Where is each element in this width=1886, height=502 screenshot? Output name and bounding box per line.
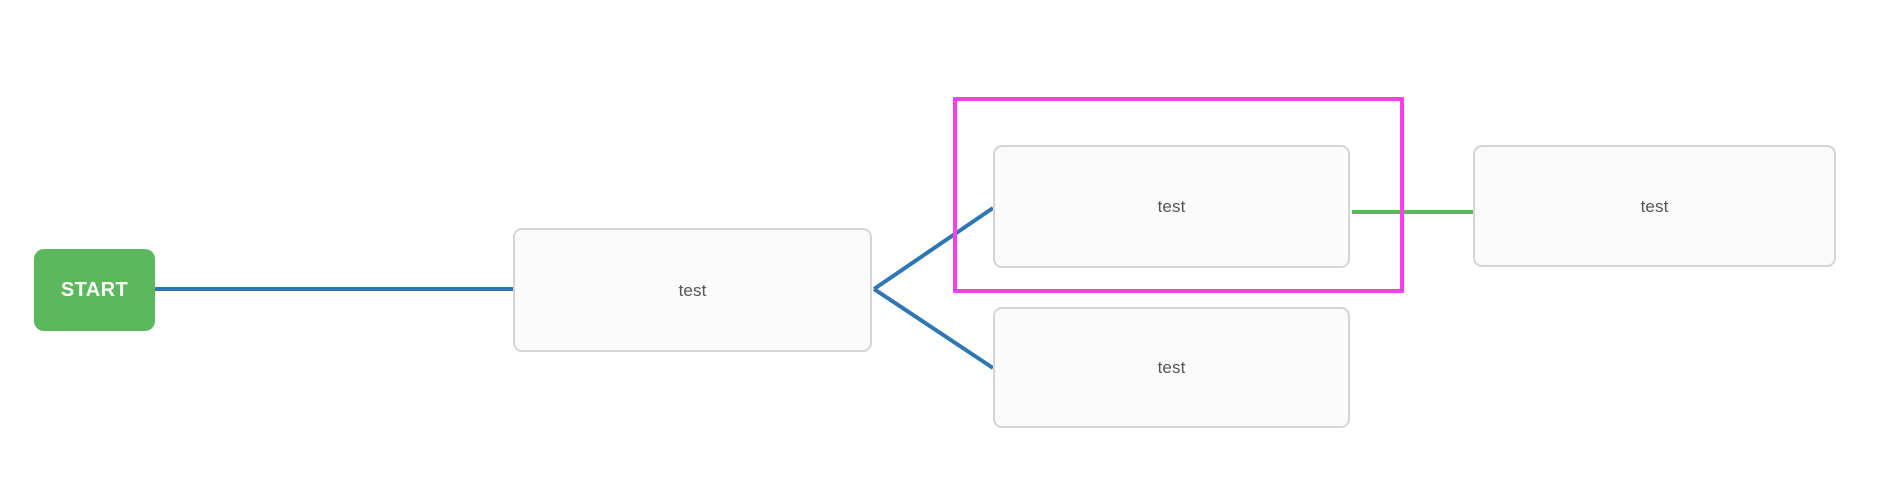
node-branch-top-label: test [1157,197,1186,216]
node-tail[interactable]: test [1473,145,1836,267]
node-branch-bottom-label: test [1157,358,1186,377]
node-root-label: test [678,280,707,300]
node-start-label: START [60,279,129,301]
node-start[interactable]: START [34,249,155,331]
selection-highlight-box[interactable] [953,97,1404,293]
node-branch-bottom[interactable]: test [993,307,1350,428]
node-tail-label: test [1640,196,1669,216]
node-root[interactable]: test [513,228,872,352]
node-branch-top[interactable]: test [993,145,1350,268]
edge-root-to-branch-bottom [872,287,995,370]
